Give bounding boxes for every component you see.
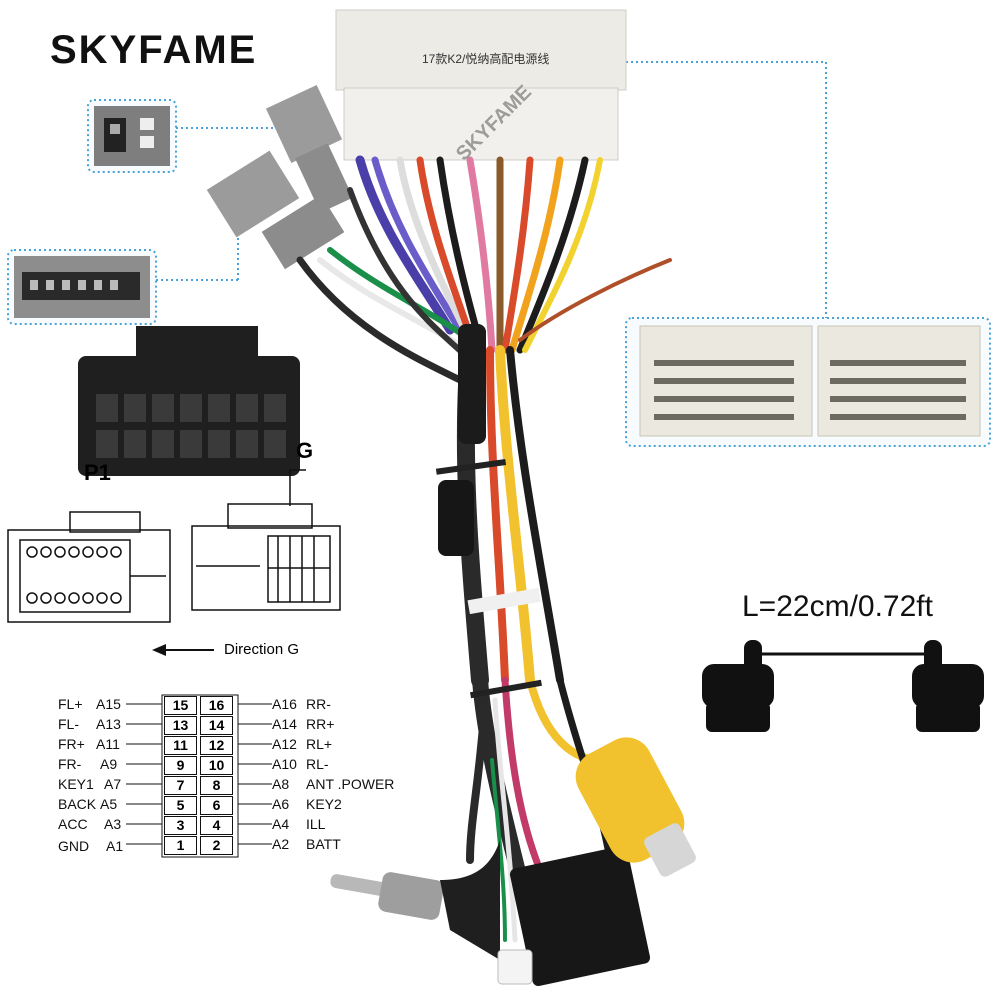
pin-number-12: 12 <box>200 736 233 755</box>
pin-func-rl-minus: RL- <box>306 756 329 772</box>
pin-func-fl-minus: FL- <box>58 716 79 732</box>
pin-number-5: 5 <box>164 796 197 815</box>
pinout-leader-lines <box>126 694 272 858</box>
pin-id-a11: A11 <box>96 736 120 752</box>
pin-number-3: 3 <box>164 816 197 835</box>
pointing-hand-right-icon <box>912 640 984 732</box>
pin-number-13: 13 <box>164 716 197 735</box>
pin-func-fr-plus: FR+ <box>58 736 85 752</box>
pin-number-15: 15 <box>164 696 197 715</box>
cable-tie-lower <box>470 679 542 699</box>
pin-func-ant-power: ANT .POWER <box>306 776 395 792</box>
pin-id-a9: A9 <box>100 756 118 772</box>
callout-white-vehicle-connector <box>625 61 991 447</box>
pin-id-a6: A6 <box>272 796 290 812</box>
pin-func-key1: KEY1 <box>58 776 94 792</box>
pin-func-fl-plus: FL+ <box>58 696 83 712</box>
pin-number-8: 8 <box>200 776 233 795</box>
pin-func-rl-plus: RL+ <box>306 736 333 752</box>
heat-shrink-sleeve-upper <box>458 324 486 444</box>
pointing-hand-left-icon <box>702 640 774 732</box>
pin-func-gnd: GND <box>58 838 90 854</box>
pin-id-a4: A4 <box>272 816 290 832</box>
pin-number-14: 14 <box>200 716 233 735</box>
cable-tie-white <box>467 587 541 615</box>
pin-func-back: BACK <box>58 796 97 812</box>
pin-id-a10: A10 <box>272 756 297 772</box>
gray-plug-small <box>265 84 353 213</box>
connector-front-drawing <box>7 511 171 623</box>
pin-number-1: 1 <box>164 836 197 855</box>
callout-gray-multi-pin-connector <box>7 222 239 325</box>
pin-func-key2: KEY2 <box>306 796 342 812</box>
brand-logo: SKYFAME <box>50 28 258 72</box>
antenna-plug <box>330 840 500 960</box>
pin-number-6: 6 <box>200 796 233 815</box>
g-label: G <box>296 438 314 463</box>
pin-func-rr-minus: RR- <box>306 696 331 712</box>
length-label: L=22cm/0.72ft <box>742 590 933 623</box>
callout-small-gray-connector <box>87 99 280 173</box>
pin-number-11: 11 <box>164 736 197 755</box>
pin-id-a13: A13 <box>96 716 121 732</box>
pin-id-a8: A8 <box>272 776 290 792</box>
pin-number-2: 2 <box>200 836 233 855</box>
pin-id-a16: A16 <box>272 696 297 712</box>
cable-tie <box>435 459 507 475</box>
pin-id-a5: A5 <box>100 796 118 812</box>
direction-label: Direction G <box>224 641 300 658</box>
pin-id-a12: A12 <box>272 736 297 752</box>
direction-arrow <box>152 644 214 656</box>
pin-func-rr-plus: RR+ <box>306 716 335 732</box>
pin-id-a14: A14 <box>272 716 297 732</box>
gray-plug-large <box>206 150 345 270</box>
connector-label: 17款K2/悦纳高配电源线 <box>422 52 550 66</box>
pin-func-fr-minus: FR- <box>58 756 82 772</box>
pin-number-4: 4 <box>200 816 233 835</box>
pin-number-10: 10 <box>200 756 233 775</box>
heat-shrink-sleeve <box>438 480 474 556</box>
pin-func-batt: BATT <box>306 836 341 852</box>
pin-number-9: 9 <box>164 756 197 775</box>
white-two-pin-plug <box>497 949 533 985</box>
pin-number-7: 7 <box>164 776 197 795</box>
iso-connector-p1 <box>78 326 300 476</box>
p1-label: P1 <box>84 460 111 485</box>
pin-id-a2: A2 <box>272 836 290 852</box>
pin-id-a3: A3 <box>104 816 122 832</box>
pin-id-a7: A7 <box>104 776 122 792</box>
pin-func-acc: ACC <box>58 816 88 832</box>
pin-id-a15: A15 <box>96 696 121 712</box>
connector-side-drawing <box>191 469 341 611</box>
pin-number-16: 16 <box>200 696 233 715</box>
pin-id-a1: A1 <box>106 838 124 854</box>
white-main-connector <box>335 9 627 161</box>
black-rectangular-plug <box>509 845 651 987</box>
pin-func-ill: ILL <box>306 816 326 832</box>
rca-yellow-connector <box>575 737 696 877</box>
